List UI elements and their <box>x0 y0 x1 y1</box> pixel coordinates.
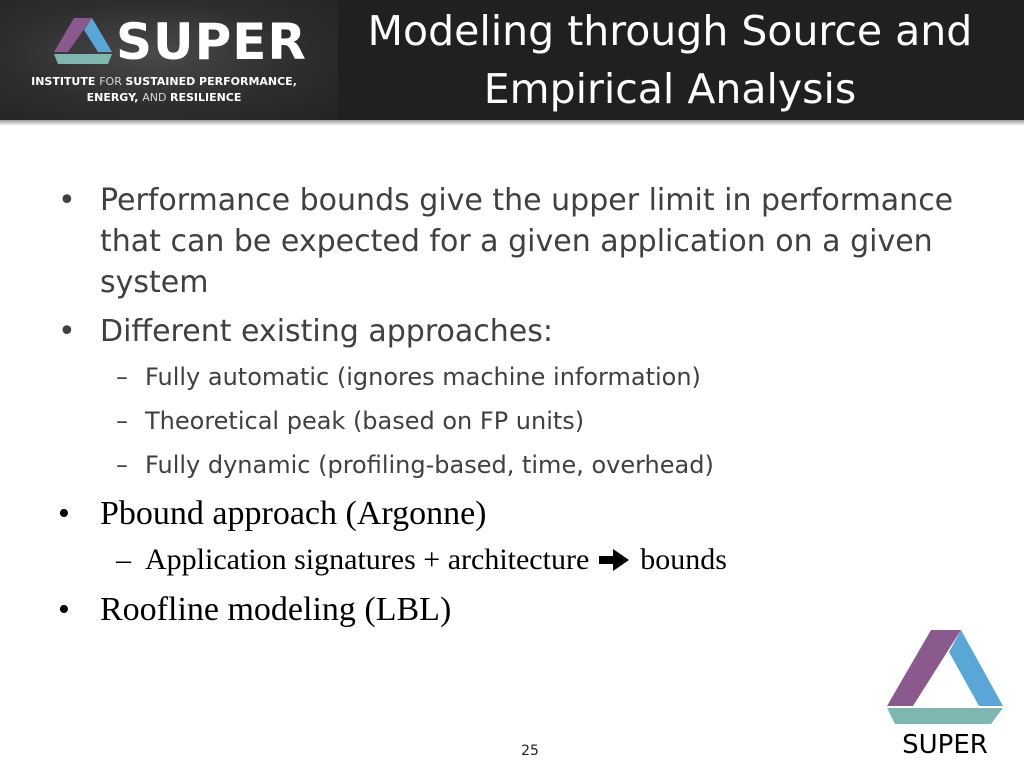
corner-triangle-logo-icon <box>887 630 1003 724</box>
bullet-roofline-modeling: • Roofline modeling (LBL) <box>58 591 452 628</box>
slide-title: Modeling through Source and Empirical An… <box>340 2 1000 118</box>
header-shadow <box>0 120 1024 126</box>
sub-bullet-fully-automatic: – Fully automatic (ignores machine infor… <box>116 363 701 391</box>
sub-bullet-application-signatures: – Application signatures + architecture … <box>116 543 727 576</box>
bullet-performance-bounds: • Performance bounds give the upper limi… <box>58 183 954 300</box>
page-number: 25 <box>521 743 539 759</box>
sub-bullet-theoretical-peak: – Theoretical peak (based on FP units) <box>116 407 585 435</box>
arrow-right-icon <box>598 549 629 571</box>
logo-tagline: INSTITUTE FOR SUSTAINED PERFORMANCE, ENE… <box>31 75 297 104</box>
header-band: SUPER INSTITUTE FOR SUSTAINED PERFORMANC… <box>0 0 1024 120</box>
corner-logo-word: SUPER <box>902 730 988 760</box>
bullet-list: • Performance bounds give the upper limi… <box>58 180 958 636</box>
slide-title-line-2: Empirical Analysis <box>483 65 857 113</box>
slide-title-line-1: Modeling through Source and <box>367 7 973 55</box>
super-logo-panel: SUPER INSTITUTE FOR SUSTAINED PERFORMANC… <box>0 0 338 120</box>
super-triangle-logo-icon <box>54 18 112 64</box>
bullet-pbound-approach: • Pbound approach (Argonne) <box>58 495 487 532</box>
bullet-existing-approaches: • Different existing approaches: <box>58 314 553 349</box>
logo-wordmark: SUPER <box>116 13 307 71</box>
sub-bullet-fully-dynamic: – Fully dynamic (profiling-based, time, … <box>116 451 714 479</box>
